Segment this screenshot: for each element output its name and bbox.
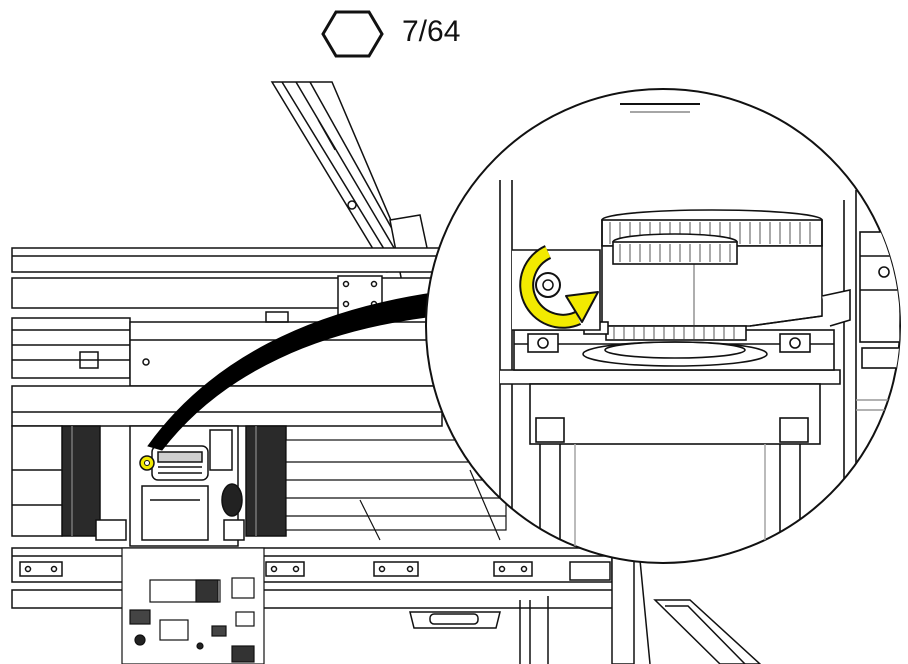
right-frame <box>519 549 762 664</box>
lower-bar <box>11 547 633 629</box>
tool-size-label: 7/64 <box>402 15 461 48</box>
guide-rods <box>11 425 287 537</box>
clockwise-rotate-arrow-icon <box>519 245 599 329</box>
carriage-assembly <box>95 425 245 547</box>
detail-callout-content <box>499 103 900 563</box>
circuit-board <box>121 547 265 664</box>
hex-key-icon <box>321 10 384 58</box>
